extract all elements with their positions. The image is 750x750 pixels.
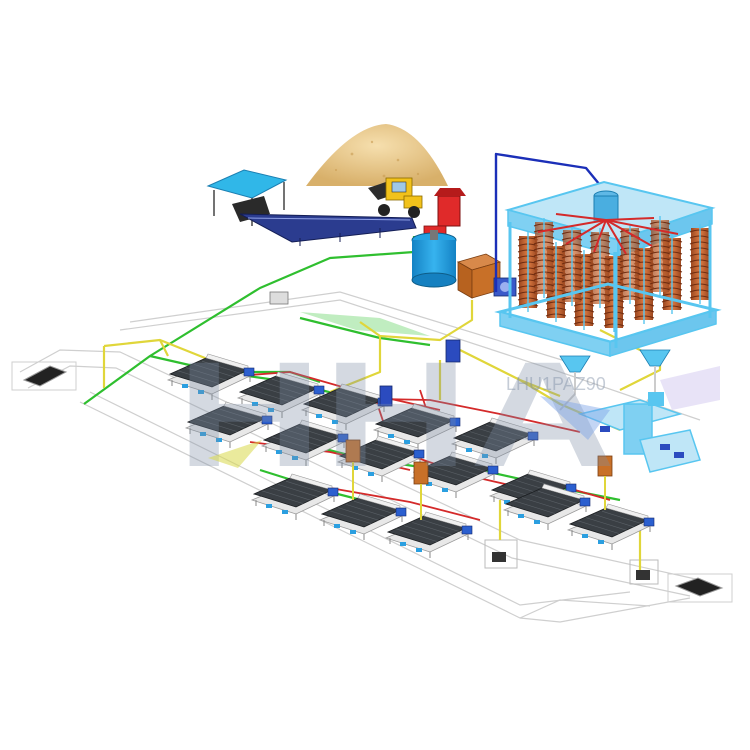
shaking-table-icon: [502, 483, 591, 530]
water-pipe: [494, 152, 605, 292]
distributor-box-icon: [456, 253, 502, 299]
belt-conveyor-icon: [239, 213, 417, 246]
shaking-table-icon: [450, 417, 539, 464]
concentrate-collection: [577, 366, 720, 473]
tailings-sump-icon: [11, 361, 77, 391]
distributor-box-icon: [345, 339, 613, 520]
watermark-text: HHA: [176, 330, 616, 498]
spiral-chute-icon: [649, 216, 671, 296]
shaking-table-icon: [566, 503, 655, 550]
spiral-chute-bank-icon: [494, 180, 722, 411]
shaking-table-icon: [384, 511, 473, 558]
tailings-sump-icon: [484, 539, 659, 585]
mixing-tank-icon: [411, 230, 457, 288]
feeder-icon: [423, 188, 466, 237]
spiral-chute-icon: [689, 224, 711, 304]
wheel-loader-icon: [368, 177, 423, 218]
spiral-chute-icon: [619, 224, 641, 304]
shaking-table-icon: [236, 371, 325, 418]
watermark: HHA LHU1PAZ90: [176, 330, 616, 498]
shaking-table-group: [166, 353, 655, 558]
shaking-table-icon: [250, 473, 339, 520]
spiral-chute-icon: [589, 228, 611, 308]
shaking-table-icon: [372, 403, 461, 450]
shaking-table-icon: [184, 401, 273, 448]
shaking-table-icon: [166, 353, 255, 400]
shaking-table-icon: [318, 493, 407, 540]
tailings-sump-icon: [667, 573, 733, 603]
feed-channel: [300, 312, 430, 336]
shaking-table-icon: [260, 419, 349, 466]
watermark-subtext: LHU1PAZ90: [506, 374, 606, 394]
sand-pile-icon: [306, 124, 448, 186]
shaking-table-icon: [410, 451, 499, 498]
